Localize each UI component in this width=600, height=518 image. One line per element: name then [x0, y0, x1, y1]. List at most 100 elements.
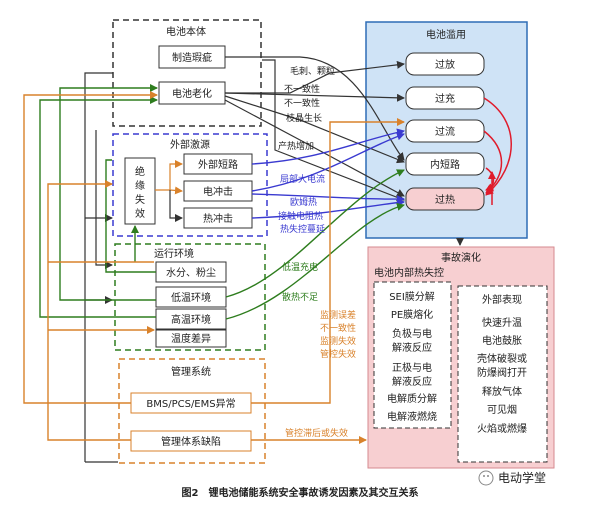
edge-insulation-to-elec-shock: [169, 186, 183, 195]
edge-bms-to-abuse: [251, 118, 405, 404]
label-low-temp-charge: 低温充电: [282, 261, 318, 273]
wire-green-2: [59, 84, 158, 301]
label-mgmt-lag: 管控滞后或失效: [285, 427, 348, 439]
label-burr-particle: 毛刺、颗粒: [290, 65, 335, 77]
edge-insulation-to-ext-short: [155, 160, 183, 191]
wire-orange-1: [23, 91, 158, 404]
node-insulation-failure-char: 失: [135, 193, 145, 206]
wechat-icon-eye: [483, 475, 485, 477]
runaway-item: 解液反应: [392, 375, 432, 388]
wechat-icon-eye: [487, 475, 489, 477]
node-insulation-failure-char: 效: [135, 207, 145, 220]
group-operating-env: [114, 243, 266, 351]
edge-low-temp-to-internal-short: [225, 169, 405, 298]
external-items: 快速升温 电池鼓胀 壳体破裂或 防爆阀打开 释放气体 可见烟 火焰或燃爆: [477, 317, 527, 435]
wire-black-1: [84, 72, 113, 462]
node-over-discharge: [405, 52, 485, 76]
runaway-item: 正极与电: [392, 361, 432, 374]
external-item: 电池鼓胀: [482, 334, 522, 347]
group-management: [118, 358, 266, 464]
wire-green-3: [105, 159, 156, 273]
label-monitor-issue: 监测失效: [320, 335, 356, 347]
label-monitor-issue: 不一致性: [320, 322, 356, 334]
external-signs-box: [457, 285, 548, 463]
node-overheat: [405, 187, 485, 211]
node-internal-short: [405, 152, 485, 176]
runaway-item: SEI膜分解: [389, 290, 435, 303]
edge-thermal-shock-to-overheat: [251, 198, 405, 219]
external-item: 可见烟: [487, 403, 517, 416]
runaway-item: PE膜熔化: [391, 308, 433, 321]
node-insulation-failure-char: 绝: [135, 165, 145, 178]
label-monitor-issue: 监测误差: [320, 309, 356, 321]
runaway-item: 电解质分解: [387, 392, 437, 405]
label-contact-heat: 接触电阻热: [278, 210, 323, 222]
group-management-title: 管理系统: [171, 365, 211, 378]
edge-elec-shock-to-over-current: [251, 132, 405, 192]
node-low-temp-env-label: 低温环境: [171, 291, 211, 304]
label-heat-gen: 产热增加: [278, 140, 314, 152]
label-monitor-issue: 管控失效: [320, 348, 356, 360]
external-item: 释放气体: [482, 385, 522, 398]
node-insulation-failure-char: 缘: [135, 179, 145, 192]
node-insulation-failure: [124, 157, 156, 225]
group-external-stimulus-title: 外部激源: [170, 138, 210, 151]
node-over-charge-label: 过充: [435, 92, 455, 105]
evolution-title: 事故演化: [441, 251, 481, 264]
wire-green-1: [39, 96, 158, 318]
edge-aging-to-over-charge: [224, 92, 405, 102]
edge-defect-to-internal-short: [225, 56, 405, 161]
runaway-item: 负极与电: [392, 327, 432, 340]
node-moisture-dust-label: 水分、粉尘: [166, 266, 216, 279]
label-poor-cooling: 散热不足: [282, 291, 318, 303]
external-item: 壳体破裂或: [477, 352, 527, 365]
edge-elec-shock-to-overheat: [251, 193, 405, 204]
label-inconsistency-1: 不一致性: [284, 83, 320, 95]
label-local-current: 局部大电流: [280, 173, 325, 185]
edge-high-temp-to-overheat: [225, 203, 405, 320]
wechat-icon: [478, 470, 494, 486]
label-dendrite: 枝晶生长: [286, 112, 322, 124]
edge-aging-to-overheat: [224, 99, 405, 197]
edge-aging-to-internal-short: [224, 95, 405, 164]
node-overheat-label: 过热: [435, 193, 455, 206]
label-heat-spread: 热失控蔓延: [280, 223, 325, 235]
runaway-item: 解液反应: [392, 341, 432, 354]
edge-defect-to-overheat: [262, 59, 405, 202]
node-elec-shock-label: 电冲击: [203, 185, 233, 198]
node-ext-short-label: 外部短路: [198, 158, 238, 171]
node-temp-diff: [155, 329, 227, 348]
abuse-title: 电池滥用: [426, 28, 466, 41]
wire-orange-2: [47, 180, 131, 441]
edge-insulation-to-thermal-shock: [169, 190, 183, 222]
figure-caption: 图2 锂电池储能系统安全事故诱发因素及其交互关系: [182, 486, 419, 499]
node-temp-diff-label: 温度差异: [171, 332, 211, 345]
external-signs-title: 外部表现: [482, 293, 522, 306]
runaway-item: 电解液燃烧: [387, 410, 437, 423]
label-inconsistency-2: 不一致性: [284, 97, 320, 109]
node-internal-short-label: 内短路: [430, 158, 460, 171]
runaway-items: SEI膜分解 PE膜熔化 负极与电 解液反应 正极与电 解液反应 电解质分解 电…: [387, 290, 437, 423]
feedback-arc-outer: [483, 97, 512, 196]
node-thermal-shock-label: 热冲击: [203, 212, 233, 225]
node-manufacturing-defect-label: 制造瑕疵: [172, 51, 212, 64]
wire-black-4: [95, 130, 113, 269]
external-item: 快速升温: [482, 317, 522, 329]
node-bms-fault-label: BMS/PCS/EMS异常: [146, 397, 235, 410]
group-battery-body-title: 电池本体: [166, 25, 206, 38]
external-item: 防爆阀打开: [477, 366, 527, 379]
group-operating-env-title: 运行环境: [154, 247, 194, 260]
node-aging-label: 电池老化: [172, 87, 212, 100]
node-mgmt-defect-label: 管理体系缺陷: [161, 435, 221, 448]
node-over-discharge-label: 过放: [435, 58, 455, 71]
external-item: 火焰或燃爆: [477, 422, 527, 435]
group-external-stimulus: [112, 133, 268, 237]
node-mgmt-defect: [130, 430, 252, 452]
node-high-temp-env-label: 高温环境: [171, 313, 211, 326]
watermark: 电动学堂: [478, 470, 546, 486]
internal-runaway-title: 电池内部热失控: [374, 266, 444, 279]
label-ohmic-heat: 欧姆热: [290, 196, 317, 208]
feedback-arc-inner: [485, 167, 495, 191]
watermark-text: 电动学堂: [498, 470, 546, 485]
